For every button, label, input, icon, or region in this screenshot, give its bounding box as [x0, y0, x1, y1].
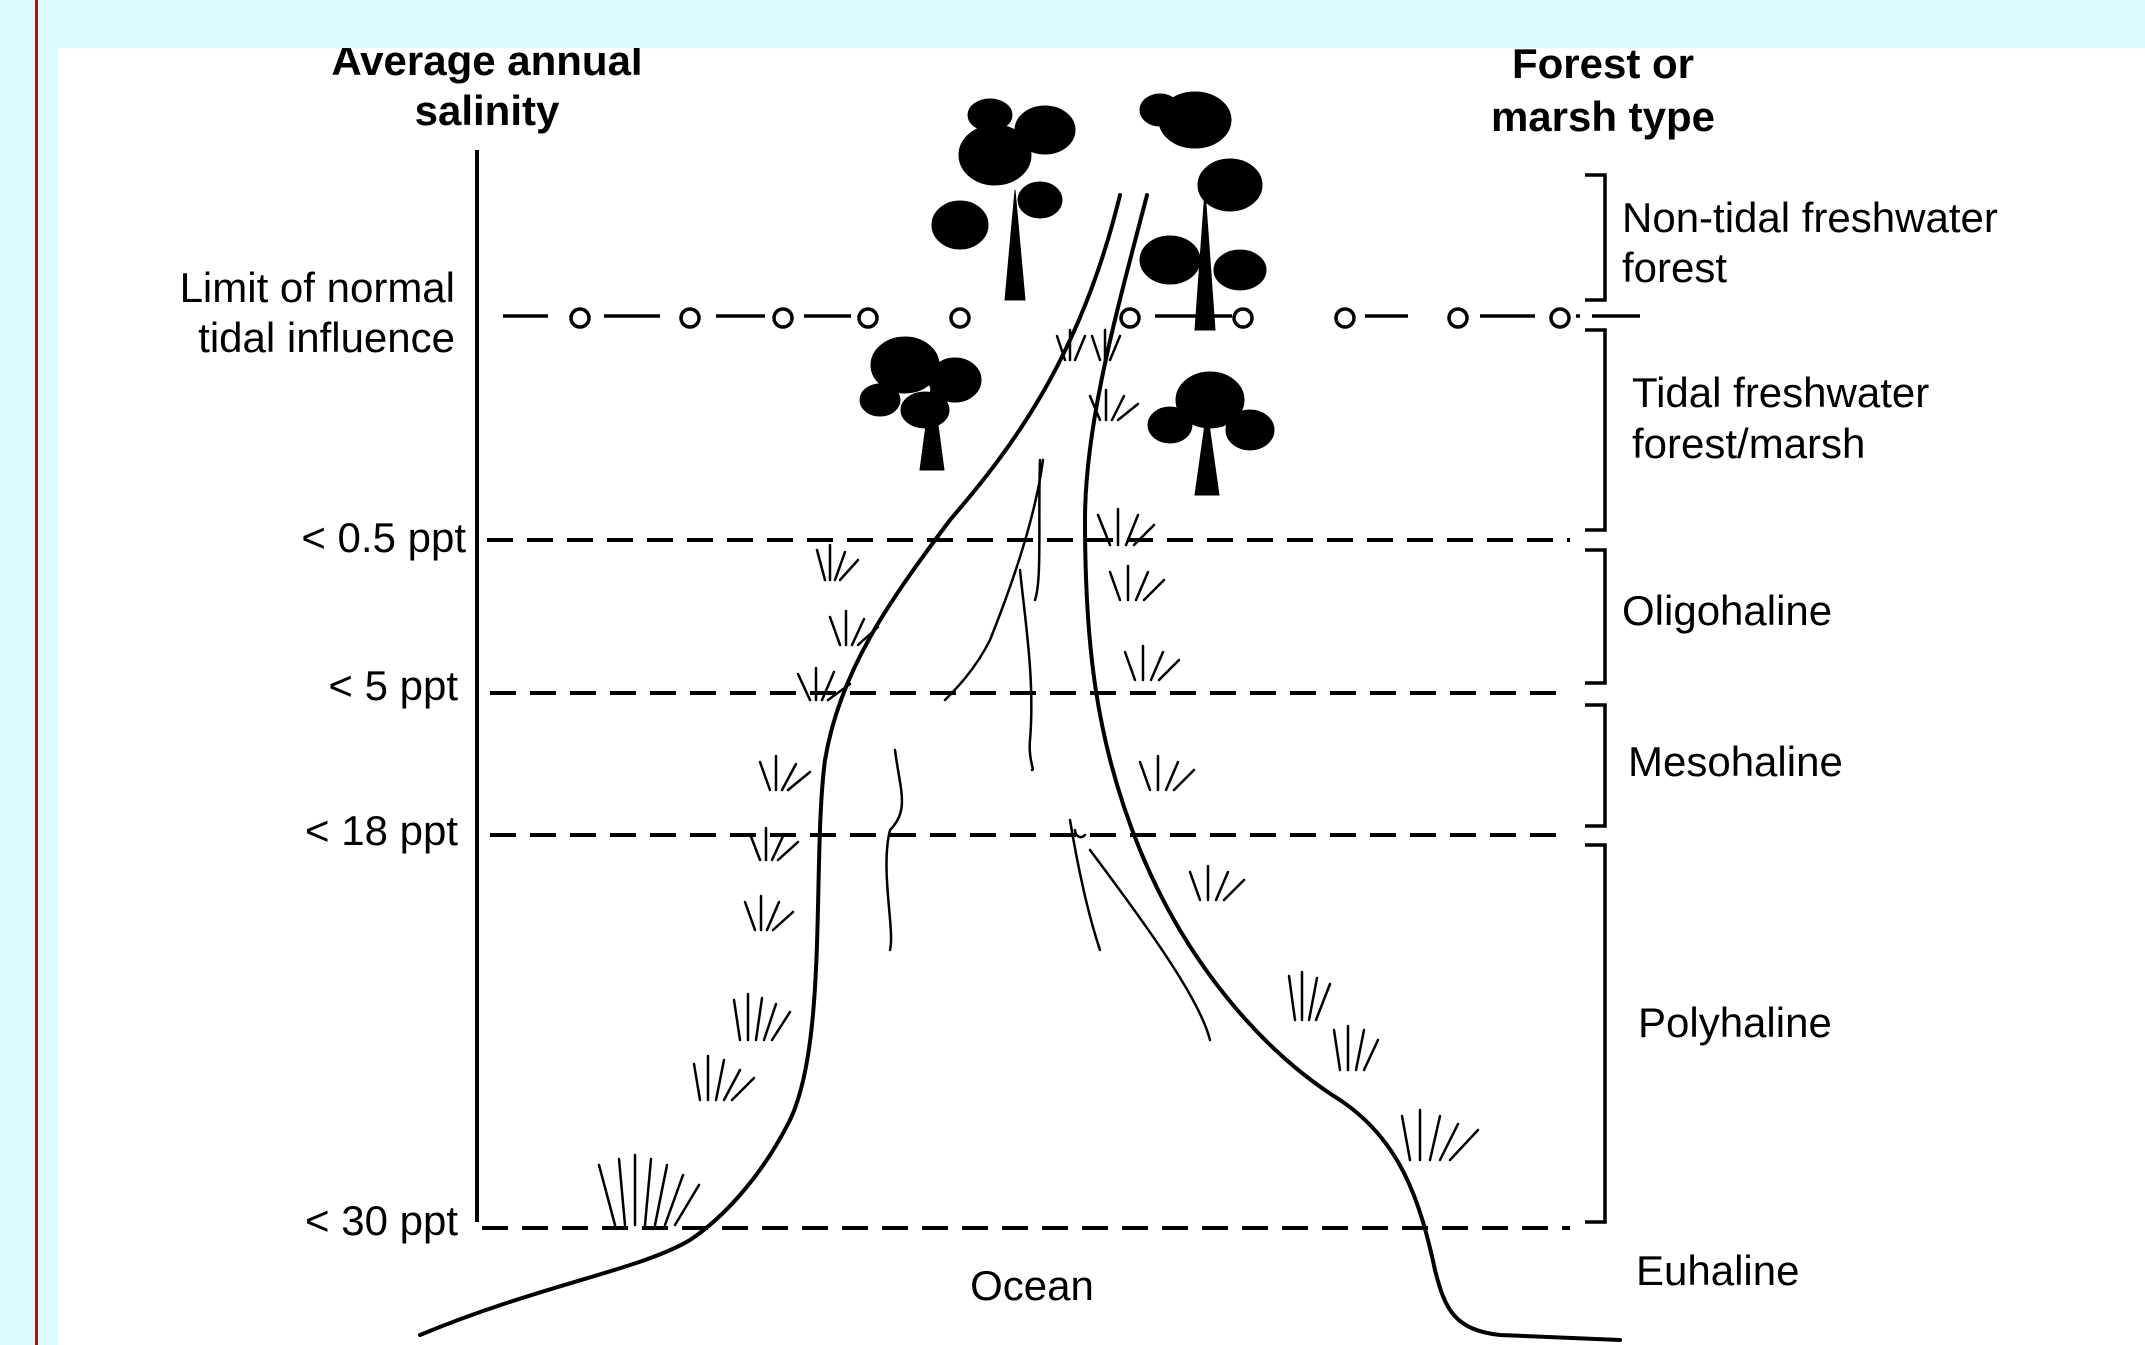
salinity-boundary-lines [482, 540, 1570, 1228]
zone-label-oligohaline: Oligohaline [1622, 587, 1832, 634]
tree-icon [860, 337, 981, 470]
grass-tuft [1140, 756, 1194, 790]
forest-type-header-line2: marsh type [1491, 93, 1715, 140]
bracket-non-tidal [1585, 175, 1605, 300]
tidal-limit-line [503, 309, 1640, 327]
grass-tuft [694, 1056, 754, 1100]
zone-label-tidal-freshwater-line1: Tidal freshwater [1632, 369, 1929, 416]
water-current-lines [886, 460, 1210, 1040]
tidal-limit-label-line1: Limit of normal [180, 264, 455, 311]
bracket-oligohaline [1585, 550, 1605, 683]
grass-tuft [1092, 330, 1120, 360]
zone-label-non-tidal-line2: forest [1622, 244, 1727, 291]
forest-type-header-line1: Forest or [1512, 48, 1694, 87]
zone-label-euhaline: Euhaline [1636, 1247, 1799, 1294]
threshold-label-5-ppt: < 5 ppt [328, 662, 458, 709]
tree-icon [932, 99, 1075, 300]
grass-tuft [599, 1155, 699, 1225]
threshold-label-18-ppt: < 18 ppt [305, 807, 458, 854]
zone-label-polyhaline: Polyhaline [1638, 999, 1832, 1046]
grass-tuft [1125, 646, 1179, 680]
grass-tuft [745, 896, 793, 930]
grass-tuft [1334, 1026, 1378, 1070]
bracket-polyhaline [1585, 845, 1605, 1222]
grass-tuft [760, 756, 810, 790]
tree-icon [1140, 92, 1266, 330]
zone-label-tidal-freshwater-line2: forest/marsh [1632, 420, 1865, 467]
grass-tuft [750, 828, 798, 860]
grass-tuft [1289, 972, 1330, 1020]
bracket-tidal-freshwater [1585, 330, 1605, 530]
salinity-header-line2: salinity [415, 87, 560, 134]
zone-brackets [1585, 175, 1605, 1222]
bracket-mesohaline [1585, 705, 1605, 826]
estuary-salinity-diagram: Average annual salinity Forest or marsh … [58, 48, 2145, 1345]
left-bank [420, 195, 1120, 1335]
threshold-label-0-5-ppt: < 0.5 ppt [301, 514, 466, 561]
grass-tuft [1190, 866, 1244, 900]
tree-illustrations [860, 92, 1274, 495]
grass-tuft [734, 994, 790, 1040]
tidal-limit-label-line2: tidal influence [198, 314, 455, 361]
grass-tuft [817, 545, 858, 580]
diagram-panel: Average annual salinity Forest or marsh … [58, 48, 2145, 1345]
grass-tuft [1110, 566, 1164, 600]
salinity-header-line1: Average annual [331, 48, 642, 84]
zone-label-mesohaline: Mesohaline [1628, 738, 1843, 785]
ocean-label: Ocean [970, 1262, 1094, 1309]
grass-tuft [1402, 1110, 1478, 1160]
marsh-grass [599, 330, 1478, 1225]
left-border-rule [35, 0, 38, 1345]
threshold-label-30-ppt: < 30 ppt [305, 1197, 458, 1244]
tree-icon [1148, 372, 1274, 495]
zone-label-non-tidal-line1: Non-tidal freshwater [1622, 194, 1998, 241]
right-bank [1085, 195, 1620, 1340]
